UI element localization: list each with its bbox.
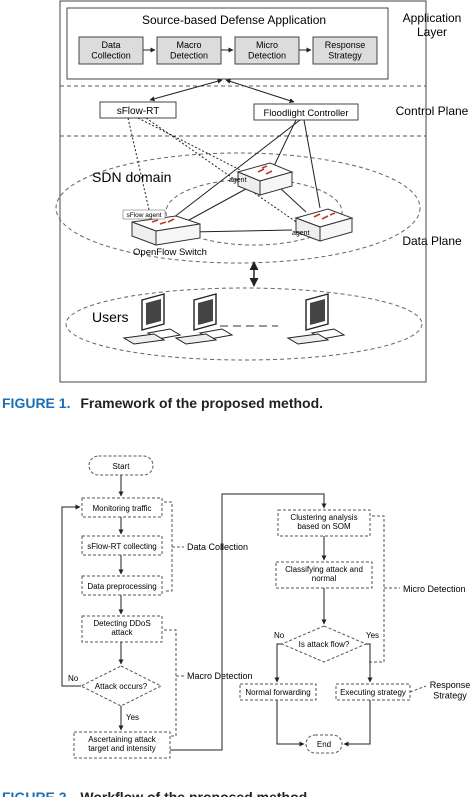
is-attack-flow-decision bbox=[280, 625, 368, 663]
preprocessing-node bbox=[81, 575, 163, 596]
app-title: Source-based Defense Application bbox=[142, 13, 326, 27]
floodlight-box bbox=[253, 103, 359, 121]
fig1-frame bbox=[59, 0, 427, 383]
sdn-domain-ellipse bbox=[55, 152, 421, 264]
fig2-caption-text: Workflow of the proposed method. bbox=[80, 789, 311, 797]
executing-label: Executing strategy bbox=[340, 688, 406, 697]
monitoring-node bbox=[81, 497, 163, 518]
clustering-node bbox=[277, 509, 371, 537]
collecting-node bbox=[81, 535, 163, 556]
switch-top bbox=[236, 162, 294, 196]
collecting-label: sFlow-RT collecting bbox=[87, 542, 157, 551]
computer-icon bbox=[174, 293, 234, 345]
detecting-node bbox=[81, 615, 163, 643]
layer-label-data: Data Plane bbox=[402, 234, 462, 248]
fig2-caption-label: FIGURE 2. bbox=[2, 789, 70, 797]
end-label: End bbox=[317, 740, 331, 749]
end-node bbox=[305, 734, 343, 754]
figure-2: Start Monitoring traffic sFlow-RT collec… bbox=[2, 455, 471, 797]
no-label-right: No bbox=[274, 631, 285, 640]
attack-occurs-decision bbox=[79, 665, 163, 707]
normal-forwarding-label: Normal forwarding bbox=[245, 688, 310, 697]
layer-label-control: Control Plane bbox=[396, 104, 469, 118]
openflow-switch-left bbox=[131, 215, 201, 246]
agent-label-right: agent bbox=[292, 230, 310, 237]
users-label: Users bbox=[92, 309, 129, 325]
ascertaining-node bbox=[73, 731, 171, 759]
start-label: Start bbox=[113, 462, 131, 471]
computer-icon bbox=[122, 293, 182, 345]
users-ellipse bbox=[65, 287, 423, 361]
sflow-rt-label: sFlow-RT bbox=[117, 106, 160, 117]
classifying-node bbox=[275, 561, 373, 589]
monitoring-label: Monitoring traffic bbox=[93, 504, 152, 513]
openflow-switch-label: OpenFlow Switch bbox=[133, 247, 207, 258]
sdn-domain-label: SDN domain bbox=[92, 169, 171, 185]
normal-forwarding-node bbox=[239, 683, 317, 701]
yes-label-left: Yes bbox=[126, 713, 139, 722]
computer-icon bbox=[286, 293, 346, 345]
fig1-caption: FIGURE 1. Framework of the proposed meth… bbox=[2, 395, 323, 411]
attack-occurs-label: Attack occurs? bbox=[95, 682, 148, 691]
no-label-left: No bbox=[68, 674, 79, 683]
agent-label-top: agent bbox=[229, 177, 247, 184]
micro-detection-label: Micro Detection bbox=[403, 584, 466, 594]
preprocessing-label: Data preprocessing bbox=[87, 582, 156, 591]
macro-detection-label: Macro Detection bbox=[187, 671, 253, 681]
fig1-caption-text: Framework of the proposed method. bbox=[80, 395, 323, 411]
is-attack-flow-label: Is attack flow? bbox=[299, 640, 350, 649]
yes-label-right: Yes bbox=[366, 631, 379, 640]
data-collection-label: Data Collection bbox=[187, 542, 248, 552]
floodlight-label: Floodlight Controller bbox=[263, 108, 348, 119]
fig2-caption: FIGURE 2. Workflow of the proposed metho… bbox=[2, 789, 311, 797]
sflow-agent-label: sFlow agent bbox=[126, 212, 161, 219]
switch-right bbox=[294, 208, 354, 242]
fig1-caption-label: FIGURE 1. bbox=[2, 395, 70, 411]
switch-ring-ellipse bbox=[165, 178, 343, 246]
